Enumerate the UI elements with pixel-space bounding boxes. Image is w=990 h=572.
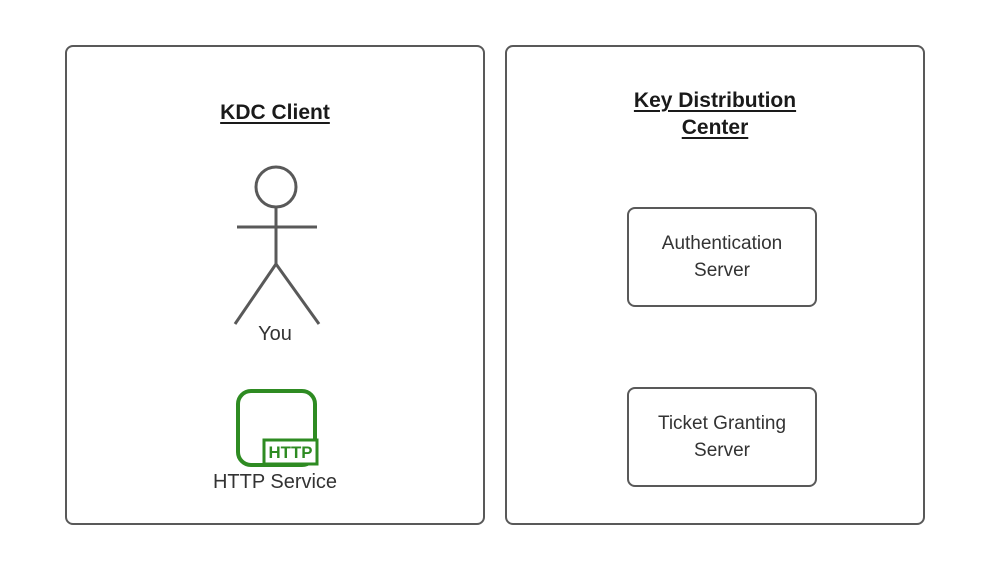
authentication-server-box: Authentication Server [627,207,817,307]
kdc-title: Key Distribution Center [507,87,923,141]
actor-right-leg [274,263,321,325]
ticket-granting-server-label-line-2: Server [694,440,750,461]
kdc-client-title-text: KDC Client [220,101,330,124]
authentication-server-label-line-1: Authentication [661,233,783,254]
ticket-granting-server-label-line-1: Ticket Granting [657,413,787,434]
kdc-client-title: KDC Client [67,99,483,126]
actor-left-leg [233,263,278,325]
http-badge [262,438,319,466]
authentication-server-label-line-2: Server [694,260,750,281]
http-badge-label: HTTP [269,443,313,462]
http-service-icon: HTTP [236,389,319,467]
kdc-client-panel: KDC Client You HTTP HTTP Service [65,45,485,525]
kdc-title-line-1: Key Distribution [633,89,797,112]
key-distribution-center-panel: Key Distribution Center Authentication S… [505,45,925,525]
stick-figure-icon [233,165,321,325]
actor-head [254,165,298,209]
http-service-label: HTTP Service [212,471,338,493]
kdc-title-line-2: Center [681,116,749,139]
actor-label: You [258,323,292,345]
ticket-granting-server-box: Ticket Granting Server [627,387,817,487]
